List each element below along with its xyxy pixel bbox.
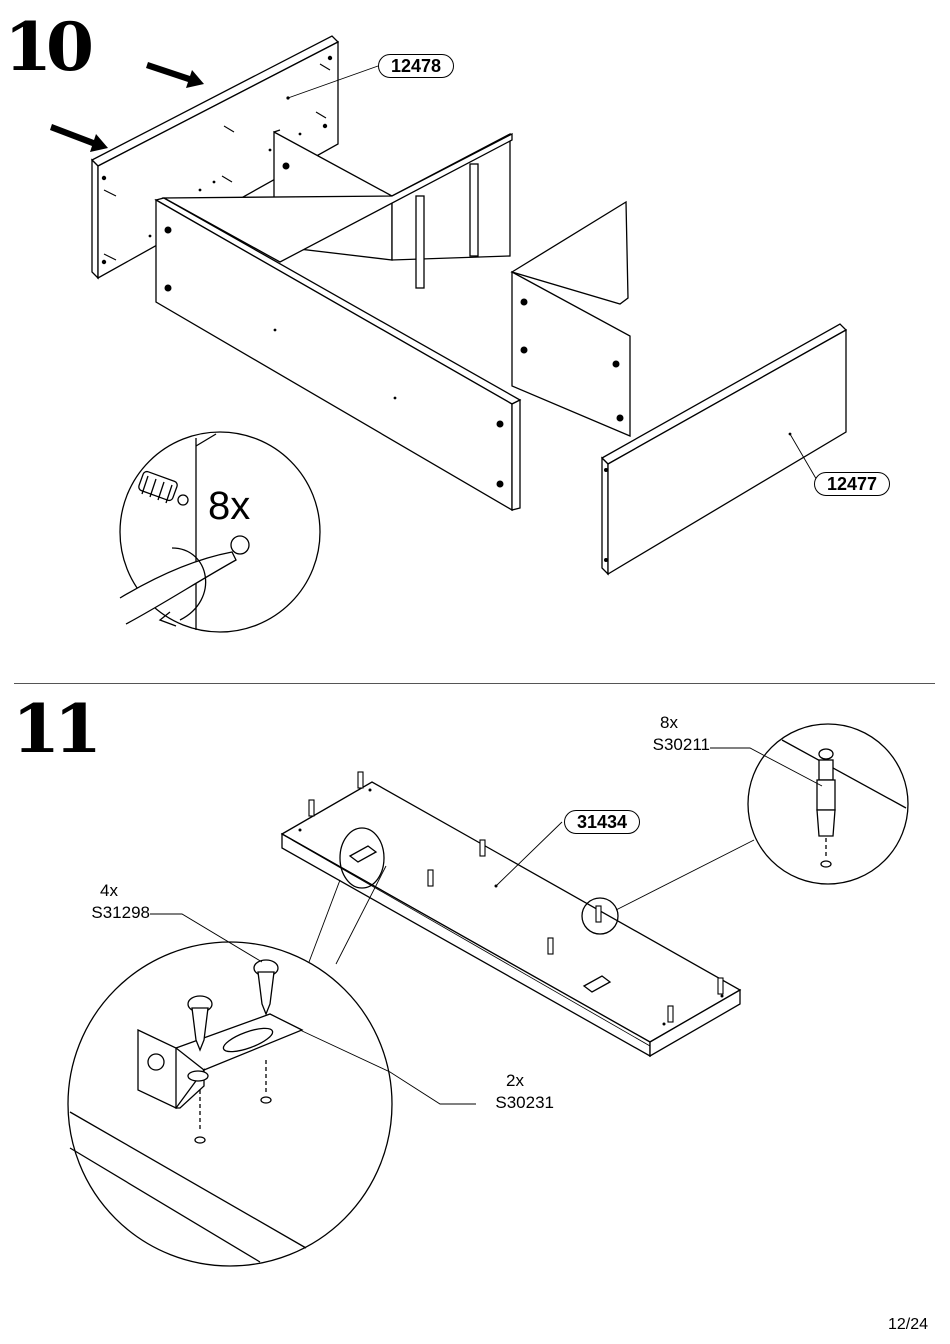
part-label-31434: 31434: [564, 810, 641, 834]
hardware-code: S30231: [495, 1093, 554, 1112]
leader-line: [150, 747, 823, 1105]
part-label-12477: 12477: [814, 472, 891, 496]
quantity-multiplier: 8x: [208, 484, 251, 528]
hardware-callout-s30211: 8x S30211: [628, 712, 710, 756]
part-label-12478: 12478: [378, 54, 455, 78]
leader-line: [287, 65, 379, 99]
hardware-code: S30211: [652, 735, 710, 754]
front-panel-12477: [600, 323, 848, 576]
hardware-callout-s30231: 2x S30231: [476, 1070, 554, 1114]
hardware-qty: 4x: [100, 881, 118, 900]
hardware-qty: 8x: [660, 713, 678, 732]
bracket-detail-circle: [67, 941, 393, 1267]
hardware-qty: 2x: [506, 1071, 524, 1090]
step-number-10: 10: [4, 8, 94, 86]
hardware-callout-s31298: 4x S31298: [68, 880, 150, 924]
bottom-panel: [154, 132, 522, 512]
zoom-marker: [339, 827, 385, 889]
page-number: 12/24: [887, 1316, 928, 1333]
step-divider: [14, 683, 935, 684]
hardware-code: S31298: [91, 903, 150, 922]
cambolt-detail-circle: [747, 723, 909, 885]
divider-panels: [273, 129, 631, 437]
step-number-11: 11: [12, 690, 102, 768]
leader-line: [789, 433, 819, 483]
zoom-marker: [581, 897, 619, 935]
dowel-detail-circle: [119, 431, 321, 633]
